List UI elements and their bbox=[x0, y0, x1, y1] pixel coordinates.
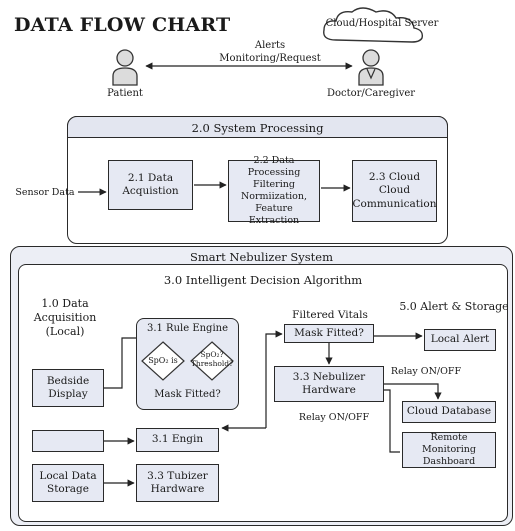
alerts-link-label: Alerts Monitoring/Request bbox=[219, 40, 321, 64]
smart-nebulizer-title: Smart Nebulizer System bbox=[189, 250, 334, 264]
bedside-display-box: Bedside Display bbox=[32, 369, 104, 407]
page-title: DATA FLOW CHART bbox=[14, 14, 231, 36]
data-processing-box: 2.2 Data Processing Filtering Normiizati… bbox=[228, 155, 320, 226]
cloud-communication-box: 2.3 Cloud Cloud Communication bbox=[352, 160, 437, 222]
local-acquisition-label: 1.0 Data Acquisition (Local) bbox=[33, 297, 97, 338]
rule-engine-title: 3.1 Rule Engine bbox=[146, 323, 229, 334]
spo2-diamond bbox=[141, 341, 185, 381]
rule-engine-mask-label: Mask Fitted? bbox=[154, 389, 221, 400]
decision-algorithm-title: 3.0 Intelligent Decision Algorithm bbox=[163, 273, 363, 287]
doctor-icon bbox=[358, 49, 384, 86]
relay-onoff-label-2: Relay ON/OFF bbox=[298, 412, 370, 423]
relay-onoff-label-1: Relay ON/OFF bbox=[390, 366, 462, 377]
system-processing-header bbox=[67, 116, 448, 138]
threshold-diamond-label: SpO₂? Threshold? bbox=[190, 350, 234, 368]
patient-icon bbox=[112, 49, 138, 86]
nebulizer-hardware-box: 3.3 Nebulizer Hardware bbox=[274, 366, 384, 402]
alert-storage-title: 5.0 Alert & Storage bbox=[399, 300, 509, 313]
cloud-label: Cloud/Hospital Server bbox=[325, 18, 439, 29]
local-data-storage-box: Local Data Storage bbox=[32, 464, 104, 502]
input-box bbox=[32, 430, 104, 452]
data-acquisition-box: 2.1 Data Acquistion bbox=[108, 160, 193, 210]
spo2-diamond-label: SpO₂ is bbox=[148, 356, 178, 365]
sensor-data-label: Sensor Data bbox=[15, 187, 75, 198]
engine-box: 3.1 Engin bbox=[136, 428, 219, 452]
remote-dashboard-box: Remote Monitoring Dashboard bbox=[402, 432, 496, 468]
cloud-icon bbox=[323, 7, 424, 43]
filtered-vitals-label: Filtered Vitals bbox=[292, 309, 368, 321]
system-processing-title: 2.0 System Processing bbox=[191, 121, 324, 135]
cloud-database-box: Cloud Database bbox=[402, 401, 496, 423]
threshold-diamond bbox=[190, 341, 234, 381]
tubizer-hardware-box: 3.3 Tubizer Hardware bbox=[136, 464, 219, 502]
patient-label: Patient bbox=[107, 88, 143, 99]
doctor-label: Doctor/Caregiver bbox=[326, 88, 416, 99]
local-alert-box: Local Alert bbox=[424, 329, 496, 351]
mask-fitted-box: Mask Fitted? bbox=[284, 324, 374, 343]
